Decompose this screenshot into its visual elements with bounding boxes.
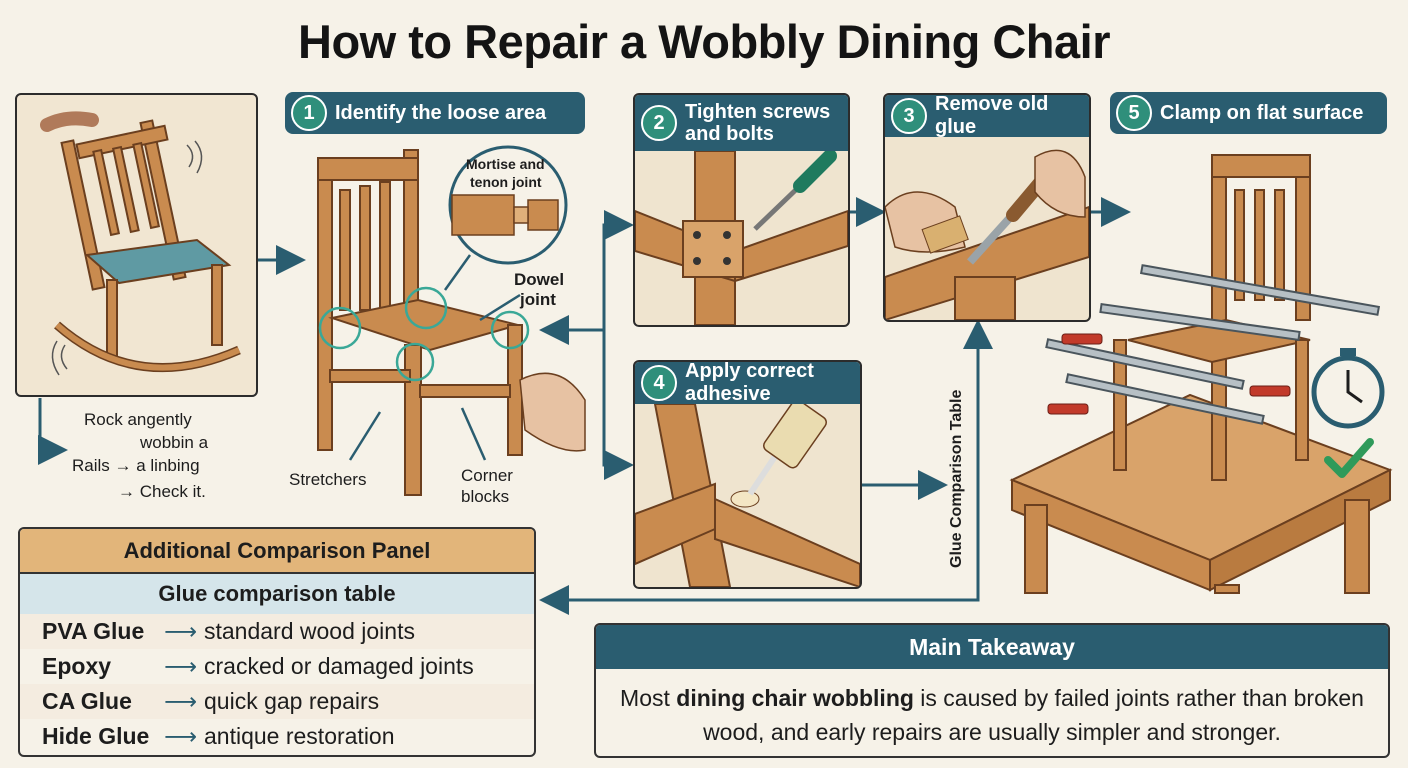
glue-row: Hide Glue ⟶ antique restoration	[20, 719, 534, 754]
glue-use: standard wood joints	[204, 618, 415, 644]
step-4-header: 4 Apply correct adhesive	[635, 360, 860, 405]
mortise-label-line2: tenon joint	[470, 174, 542, 190]
step-4-label: Apply correct adhesive	[685, 360, 814, 405]
step-1-header: 1 Identify the loose area	[285, 92, 585, 134]
step-3-illustration	[885, 149, 1089, 320]
comparison-panel: Additional Comparison Panel Glue compari…	[18, 527, 536, 757]
intro-caption-line4: → Check it.	[118, 482, 206, 501]
arrow-right-icon: ⟶	[164, 723, 197, 749]
glue-name: Epoxy	[42, 653, 112, 679]
rocking-chair-illustration	[40, 111, 241, 376]
mortise-label-line1: Mortise and	[466, 156, 545, 172]
glue-use: cracked or damaged joints	[204, 653, 474, 679]
glue-row: Epoxy ⟶ cracked or damaged joints	[20, 649, 534, 684]
comparison-panel-subtitle: Glue comparison table	[20, 574, 534, 614]
arrow-right-icon: ⟶	[164, 653, 197, 679]
comparison-panel-title: Additional Comparison Panel	[20, 529, 534, 574]
main-takeaway-panel: Main Takeaway Most dining chair wobbling…	[594, 623, 1390, 758]
dowel-label-line1: Dowel	[514, 270, 565, 289]
corner-label-line2: blocks	[461, 487, 510, 506]
step-2-illustration	[635, 151, 848, 325]
glue-comparison-vertical-label: Glue Comparison Table	[948, 389, 965, 568]
step-5-label: Clamp on flat surface	[1160, 101, 1364, 124]
intro-caption-line1: Rock angently	[84, 410, 192, 429]
page-title: How to Repair a Wobbly Dining Chair	[298, 15, 1111, 68]
step-5-header: 5 Clamp on flat surface	[1110, 92, 1387, 134]
step-5-badge: 5	[1116, 95, 1152, 131]
glue-use: quick gap repairs	[204, 688, 380, 714]
step-1-label: Identify the loose area	[335, 101, 547, 124]
step-3-panel: 3 Remove old glue	[883, 93, 1091, 322]
dowel-label-line2: joint	[520, 290, 556, 309]
arrow-right-icon: ⟶	[164, 688, 197, 714]
glue-name: CA Glue	[42, 688, 132, 714]
step-4-illustration	[635, 404, 860, 587]
glue-table: PVA Glue ⟶ standard wood joints Epoxy ⟶ …	[20, 614, 534, 754]
intro-caption-line2: wobbin a	[140, 433, 209, 452]
takeaway-text-before: Most	[620, 685, 677, 711]
step-2-label-line2: and bolts	[685, 123, 774, 145]
step-3-header: 3 Remove old glue	[885, 93, 1089, 138]
step-2-panel: 2 Tighten screws and bolts	[633, 93, 850, 327]
takeaway-text-after: is caused by failed joints rather than b…	[703, 685, 1364, 745]
step-2-header: 2 Tighten screws and bolts	[635, 95, 848, 151]
step-3-badge: 3	[891, 98, 927, 134]
step-4-badge: 4	[641, 365, 677, 401]
step-2-label-line1: Tighten screws	[685, 101, 831, 123]
glue-row: PVA Glue ⟶ standard wood joints	[20, 614, 534, 649]
step-3-label: Remove old glue	[935, 93, 1049, 138]
main-takeaway-title: Main Takeaway	[596, 625, 1388, 669]
glue-use: antique restoration	[204, 723, 395, 749]
step-1-badge: 1	[291, 95, 327, 131]
glue-name: PVA Glue	[42, 618, 145, 644]
stretchers-label: Stretchers	[289, 470, 367, 489]
glue-row: CA Glue ⟶ quick gap repairs	[20, 684, 534, 719]
takeaway-text-bold: dining chair wobbling	[676, 685, 914, 711]
step-4-panel: 4 Apply correct adhesive	[633, 360, 862, 589]
main-takeaway-text: Most dining chair wobbling is caused by …	[596, 669, 1388, 749]
arrow-right-icon: ⟶	[164, 618, 197, 644]
intro-caption-line3: Rails → a linbing	[72, 456, 200, 475]
glue-name: Hide Glue	[42, 723, 150, 749]
intro-rocking-chair-panel	[15, 93, 258, 397]
corner-label-line1: Corner	[461, 466, 513, 485]
step-2-badge: 2	[641, 105, 677, 141]
